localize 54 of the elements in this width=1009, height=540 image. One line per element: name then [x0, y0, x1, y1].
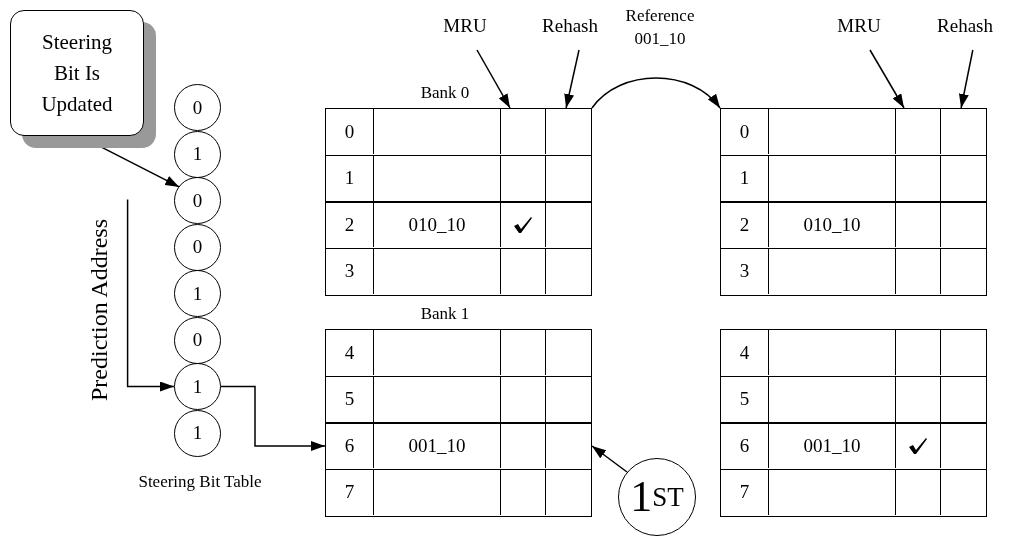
- table-row: [325, 154, 592, 203]
- row-number: 0: [344, 120, 355, 143]
- arrow: [591, 77, 721, 109]
- arrow: [220, 385, 326, 451]
- row-number: 3: [739, 260, 750, 282]
- row-number: 5: [344, 388, 355, 410]
- arrow: [869, 49, 905, 109]
- arrow: [958, 49, 974, 109]
- table-row: [325, 422, 592, 470]
- table-row: [720, 468, 987, 517]
- row-number: 2: [344, 213, 355, 236]
- table-row: [325, 375, 592, 424]
- callout-box: [10, 10, 156, 148]
- row-number: 7: [739, 481, 750, 503]
- arrow: [476, 49, 511, 109]
- row-number: 6: [344, 434, 355, 457]
- column-label: Rehash: [540, 14, 600, 50]
- table-row: [325, 468, 592, 517]
- row-number: 6: [739, 434, 750, 457]
- column-label: MRU: [440, 14, 490, 50]
- callout-text: Steering Bit Is Updated: [40, 28, 114, 118]
- arrow: [564, 49, 580, 109]
- row-number: 1: [344, 167, 355, 189]
- table-row: [720, 375, 987, 424]
- rotated-label: Prediction Address: [84, 190, 128, 430]
- row-number: 0: [739, 120, 750, 143]
- bank-label: Bank 0: [419, 82, 471, 104]
- row-number: 4: [344, 341, 355, 364]
- table-row: [325, 329, 592, 377]
- arrow: [591, 445, 628, 473]
- row-number: 1: [739, 167, 750, 189]
- row-number: 5: [739, 388, 750, 410]
- table-row: [325, 108, 592, 156]
- table-row: [720, 422, 987, 470]
- table-row: [720, 108, 987, 156]
- tag-value: 010_10: [408, 213, 466, 236]
- table-row: [720, 329, 987, 377]
- bank-label: Bank 1: [419, 303, 471, 325]
- table-row: [720, 154, 987, 203]
- row-number: 7: [344, 481, 355, 503]
- tag-value: 010_10: [803, 213, 861, 236]
- table-caption: Steering Bit Table: [137, 472, 263, 493]
- table-row: [720, 247, 987, 296]
- arrow: [126, 198, 175, 392]
- table-row: [720, 201, 987, 249]
- row-number: 2: [739, 213, 750, 236]
- table-row: [325, 201, 592, 249]
- row-number: 4: [739, 341, 750, 364]
- column-label: Rehash: [935, 14, 995, 50]
- tag-value: 001_10: [803, 434, 861, 457]
- tag-value: 001_10: [408, 434, 466, 457]
- table-row: [325, 247, 592, 296]
- column-label: MRU: [834, 14, 884, 50]
- row-number: 3: [344, 260, 355, 282]
